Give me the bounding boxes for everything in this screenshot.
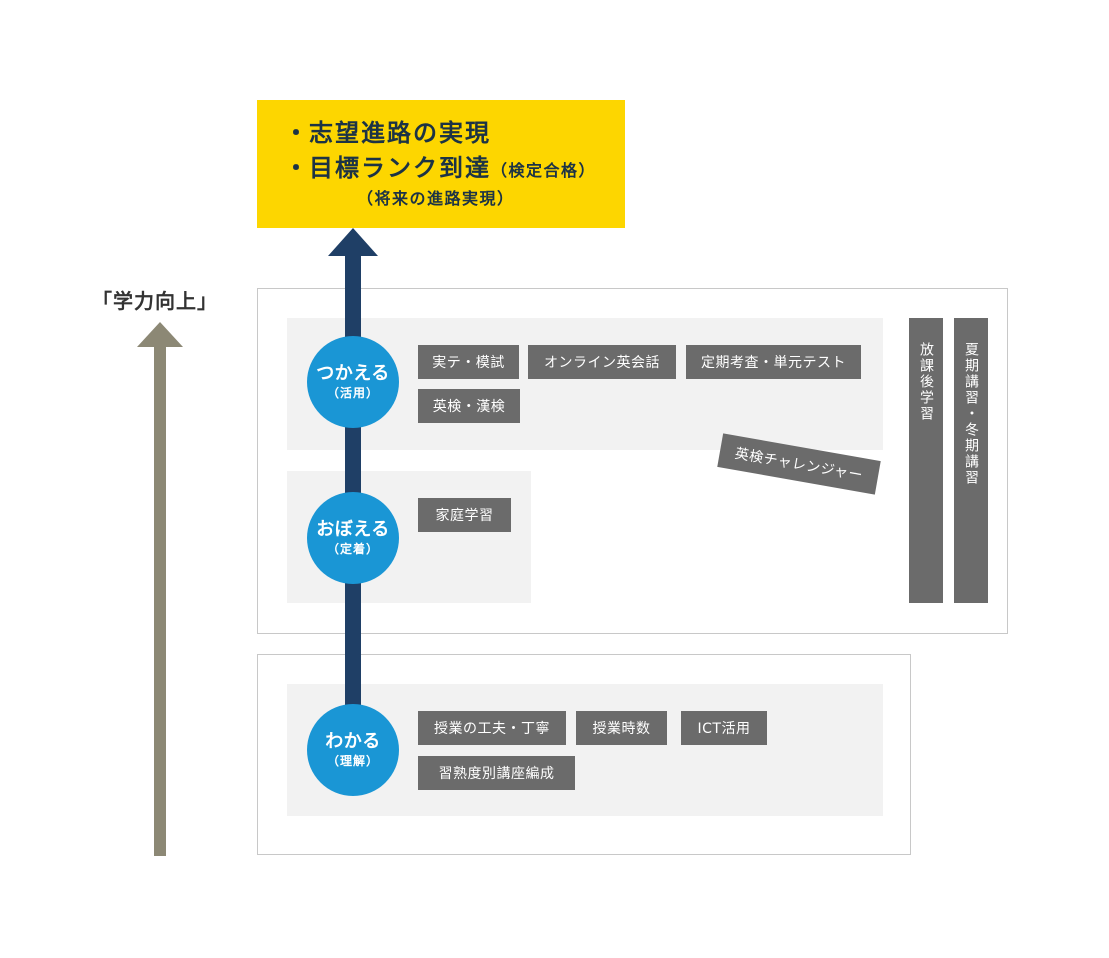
tag-periodic-tests: 定期考査・単元テスト: [686, 345, 861, 379]
stage-subtitle: （活用）: [326, 386, 379, 400]
side-arrow: [137, 322, 183, 856]
tag-eiken-kanken: 英検・漢検: [418, 389, 520, 423]
tag-online-english: オンライン英会話: [528, 345, 676, 379]
tag-lesson-hours: 授業時数: [576, 711, 667, 745]
stage-subtitle: （定着）: [326, 542, 379, 556]
tag-lesson-design: 授業の工夫・丁寧: [418, 711, 566, 745]
stage-use-circle: つかえる （活用）: [307, 336, 399, 428]
stage-subtitle: （理解）: [326, 754, 379, 768]
goal-box: ・志望進路の実現 ・目標ランク到達（検定合格） （将来の進路実現）: [257, 100, 625, 228]
goal-line-2-text: 目標ランク到達: [309, 154, 491, 182]
side-arrow-head: [137, 322, 183, 347]
tag-ict: ICT活用: [681, 711, 767, 745]
tag-home-study: 家庭学習: [418, 498, 511, 532]
bullet-icon: ・: [284, 119, 308, 147]
stage-memorize-circle: おぼえる （定着）: [307, 492, 399, 584]
goal-line-3: （将来の進路実現）: [357, 189, 515, 208]
stage-title: おぼえる: [316, 519, 390, 540]
side-arrow-shaft: [154, 346, 166, 856]
tag-level-classes: 習熟度別講座編成: [418, 756, 575, 790]
seasonal-courses-label: 夏期講習・冬期講習: [963, 342, 979, 486]
stage-understand-circle: わかる （理解）: [307, 704, 399, 796]
goal-line-2-note: （検定合格）: [491, 161, 597, 180]
stage-title: わかる: [325, 731, 381, 752]
stage-title: つかえる: [316, 363, 390, 384]
after-school-study-label: 放課後学習: [918, 342, 934, 422]
tag-mock-exam: 実テ・模試: [418, 345, 519, 379]
progress-arrow-head: [328, 228, 378, 256]
after-school-study-bar: 放課後学習: [909, 318, 943, 603]
bullet-icon: ・: [284, 154, 308, 182]
seasonal-courses-bar: 夏期講習・冬期講習: [954, 318, 988, 603]
side-label: 「学力向上」: [92, 289, 218, 313]
goal-line-1-text: 志望進路の実現: [309, 119, 491, 147]
goal-line-2: ・目標ランク到達（検定合格）: [283, 153, 596, 186]
goal-line-1: ・志望進路の実現: [283, 118, 491, 148]
